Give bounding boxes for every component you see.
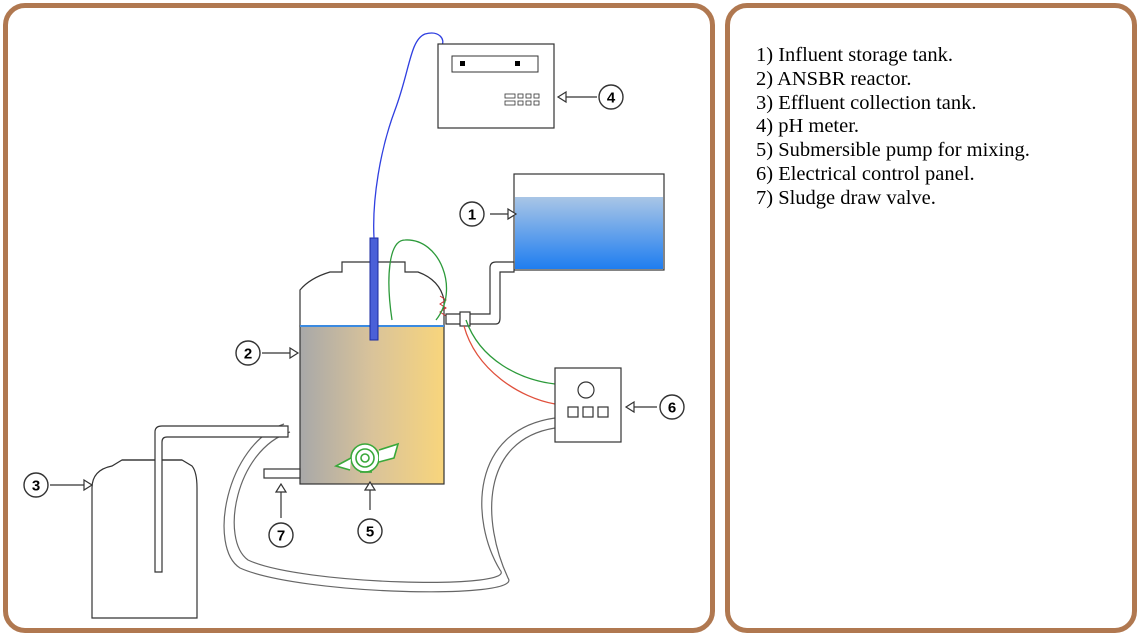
callout-6-label: 6 <box>668 400 676 417</box>
callout-1: 1 <box>459 201 485 227</box>
legend-item-effluent-tank: 3) Effluent collection tank. <box>756 91 977 114</box>
green-wire-loop <box>388 239 448 321</box>
ph-probe <box>369 237 379 341</box>
callout-5-label: 5 <box>366 524 374 541</box>
legend-list: 1) Influent storage tank. 2) ANSBR react… <box>756 44 1030 211</box>
effluent-collection-tank <box>91 459 198 619</box>
influent-pipe <box>445 261 515 327</box>
submersible-pump <box>333 442 400 473</box>
influent-storage-tank <box>513 173 665 271</box>
legend-item-submersible-pump: 5) Submersible pump for mixing. <box>756 139 1030 162</box>
callout-2-label: 2 <box>244 346 252 363</box>
sludge-draw-valve <box>263 468 301 479</box>
callout-4: 4 <box>598 84 624 110</box>
legend-item-control-panel: 6) Electrical control panel. <box>756 162 975 185</box>
legend-item-influent-tank: 1) Influent storage tank. <box>756 44 953 66</box>
callout-4-label: 4 <box>607 90 616 107</box>
callout-7-label: 7 <box>277 528 285 545</box>
callout-5: 5 <box>357 518 383 544</box>
callout-6: 6 <box>659 394 685 420</box>
callout-3: 3 <box>23 472 49 498</box>
recirculation-hose <box>223 417 556 593</box>
green-signal-wire <box>465 319 556 385</box>
callout-7: 7 <box>268 522 294 548</box>
red-power-wire <box>463 325 556 405</box>
callout-3-label: 3 <box>32 478 40 495</box>
legend-item-sludge-valve: 7) Sludge draw valve. <box>756 186 936 209</box>
effluent-pipe <box>154 425 289 573</box>
legend-panel <box>725 3 1137 633</box>
pointer-arrows <box>50 90 657 518</box>
legend-item-ansbr-reactor: 2) ANSBR reactor. <box>756 67 912 90</box>
legend-item-ph-meter: 4) pH meter. <box>756 115 860 138</box>
electrical-control-panel <box>554 367 622 443</box>
probe-cable <box>373 32 444 239</box>
callout-2: 2 <box>235 340 261 366</box>
callout-1-label: 1 <box>468 207 476 224</box>
ph-meter <box>437 43 555 129</box>
